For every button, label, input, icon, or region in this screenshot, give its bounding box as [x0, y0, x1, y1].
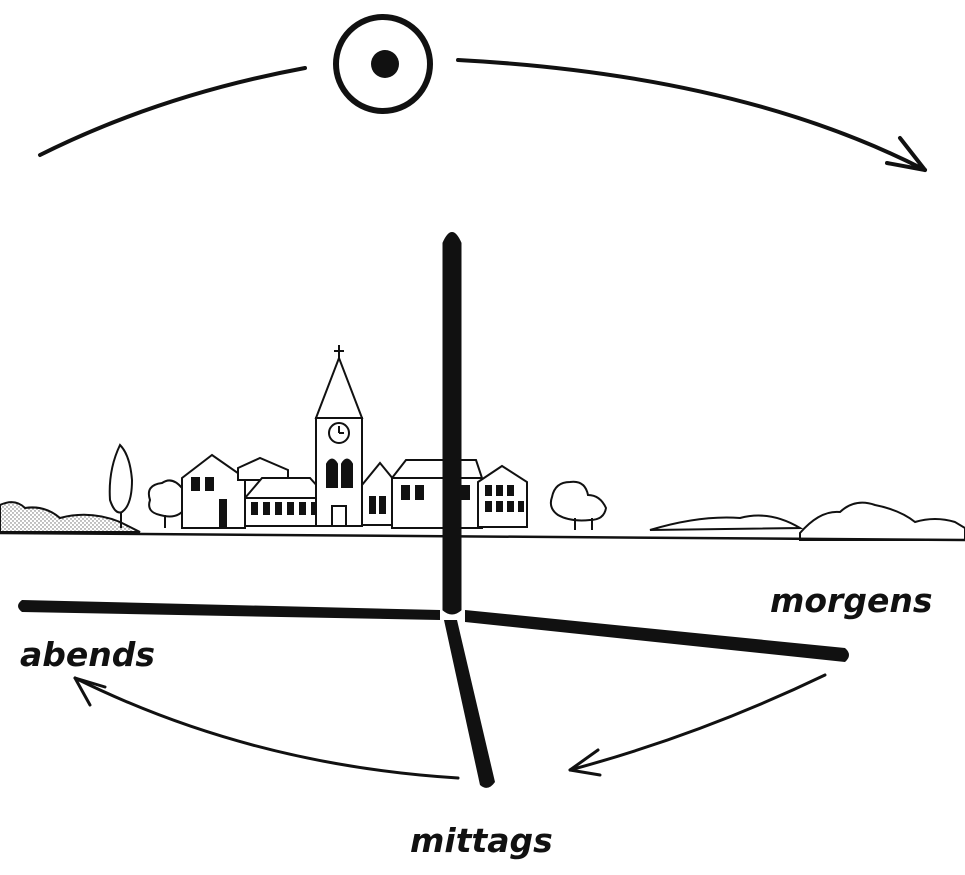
lower-arrows: [75, 675, 825, 778]
shadow-lines: [18, 600, 849, 788]
label-evening: abends: [20, 635, 155, 674]
label-morning: morgens: [770, 581, 932, 620]
sun-icon: [336, 17, 430, 111]
gnomon-stick: [443, 233, 461, 615]
label-noon: mittags: [410, 821, 553, 860]
sun-path-arc: [40, 60, 925, 170]
church-icon: [316, 345, 362, 526]
